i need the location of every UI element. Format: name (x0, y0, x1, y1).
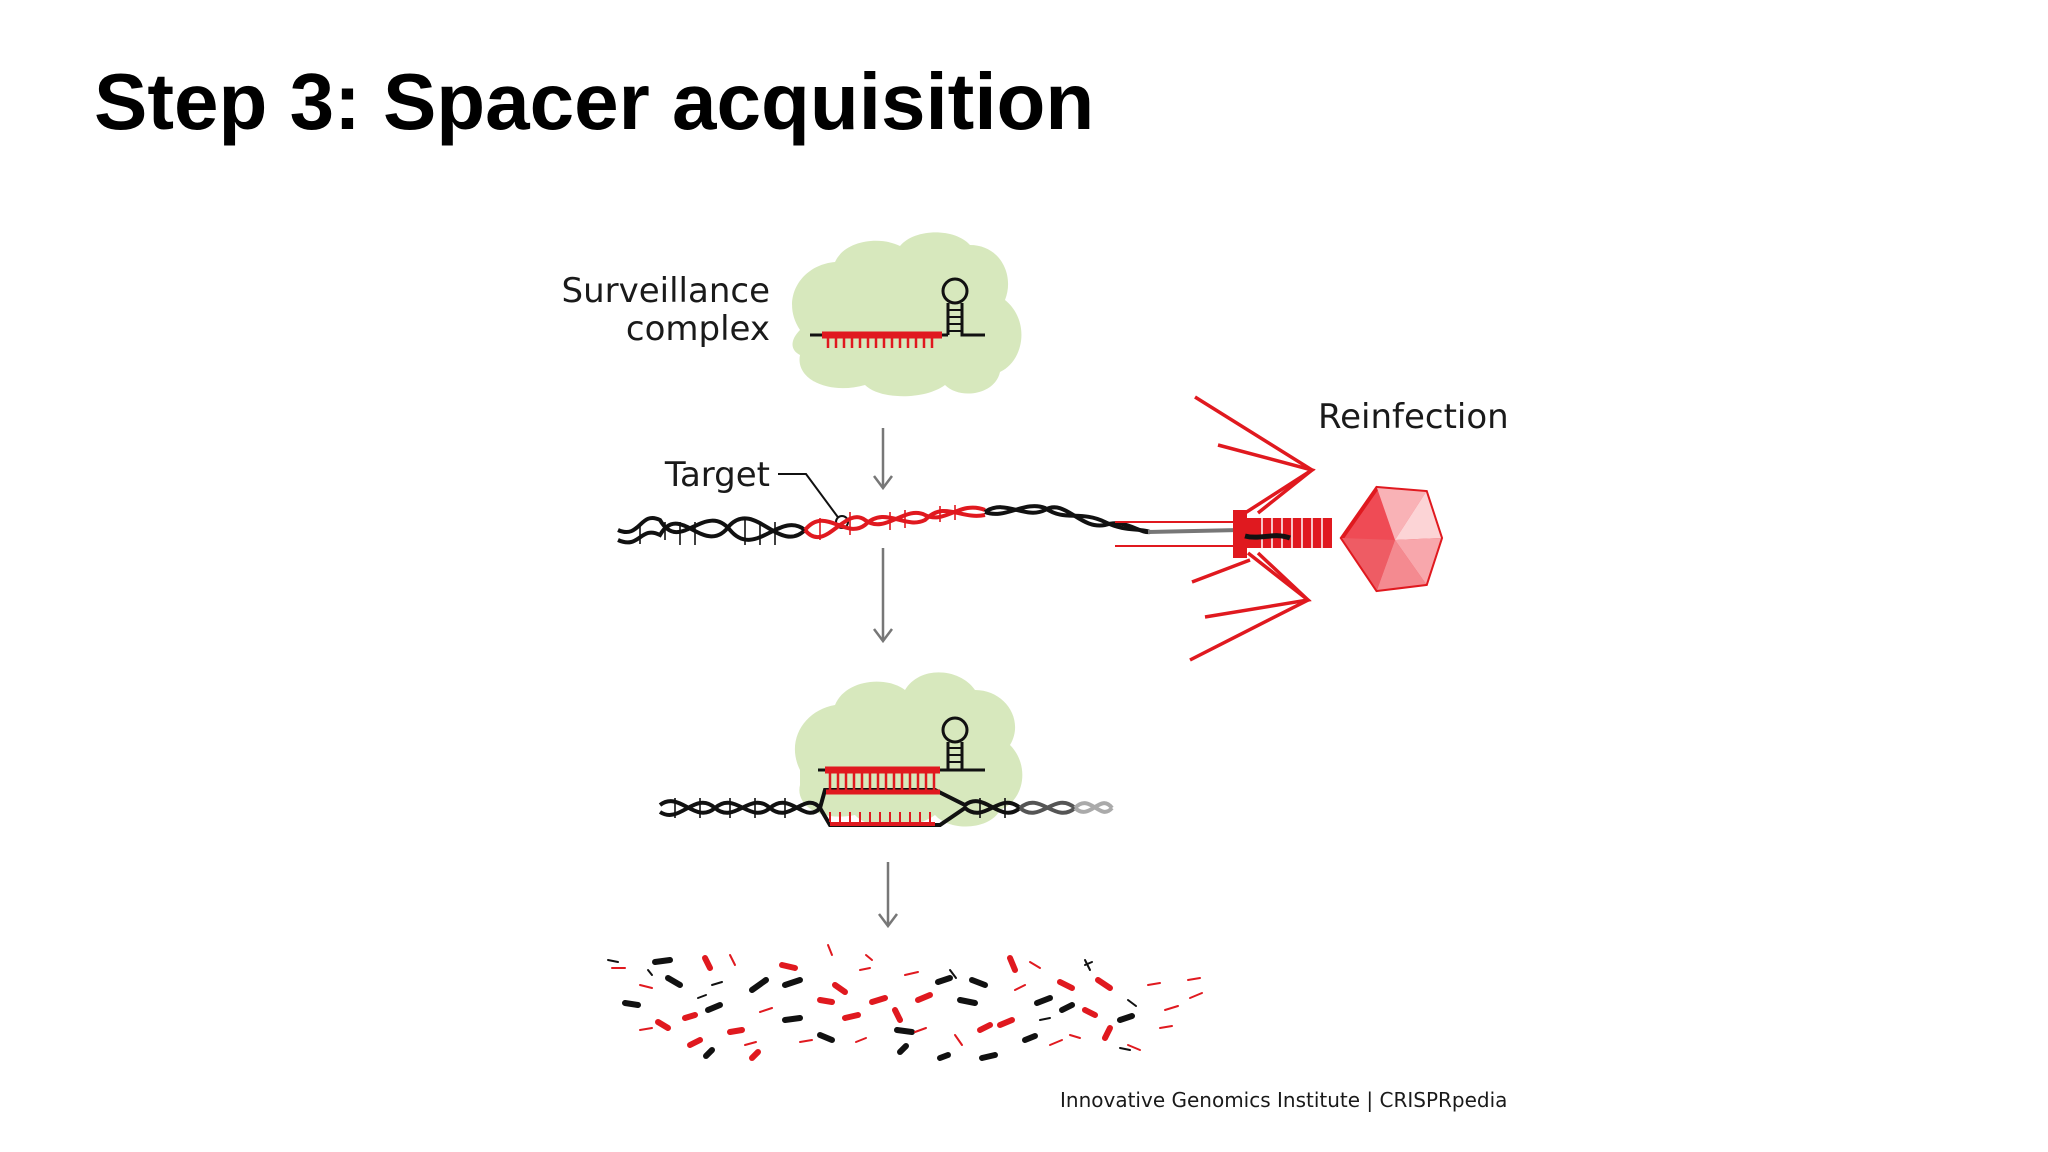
bound-complex (658, 672, 1114, 828)
target-leader-line (778, 473, 841, 521)
reinfection-label: Reinfection (1318, 397, 1509, 437)
bacteriophage (1115, 395, 1444, 662)
phage-tail-ridges (1261, 518, 1323, 548)
phage-tail-fibers (1115, 395, 1316, 662)
surveillance-complex (792, 232, 1022, 397)
flow-arrows (873, 428, 898, 929)
helix-rungs-red (819, 505, 956, 540)
spacer-teeth (826, 338, 934, 348)
helix-red-target (803, 505, 986, 540)
source-credit: Innovative Genomics Institute | CRISPRpe… (1060, 1088, 1508, 1112)
degraded-dna-fragments (607, 944, 1203, 1061)
helix-black-left (617, 516, 807, 545)
surveillance-label-line2: complex (626, 309, 770, 349)
protein-blob (792, 232, 1022, 397)
crrna-hairpin (810, 277, 985, 348)
dna-injection-gray (1147, 528, 1241, 534)
target-label: Target (664, 455, 770, 495)
bound-crrna-teeth (828, 772, 936, 790)
fading-helix (1018, 800, 1114, 815)
surveillance-label-line1: Surveillance (562, 271, 770, 311)
bound-helix-rungs (674, 798, 1006, 818)
phage-capsid (1339, 485, 1444, 593)
phage-baseplate (1233, 510, 1247, 558)
phage-dna-helix (617, 504, 1286, 545)
down-arrow-3 (878, 862, 898, 929)
target-strand-teeth (829, 812, 931, 822)
phage-tail-sheath (1247, 518, 1332, 548)
helix-black-right (983, 504, 1151, 535)
slide-title: Step 3: Spacer acquisition (94, 57, 1095, 146)
injected-dna-strand (1244, 533, 1291, 541)
down-arrow-1 (873, 428, 893, 491)
helix-rungs-left (639, 518, 776, 545)
down-arrow-2 (873, 548, 893, 644)
